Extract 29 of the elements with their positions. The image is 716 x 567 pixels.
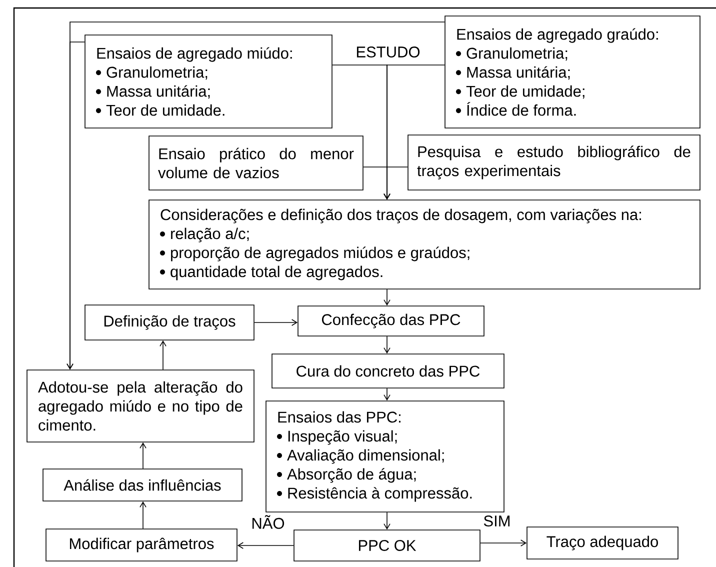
- process-box: Ensaios de agregado miúdo: Granulometria; Massa unitária; Teor de umidade.: [84, 34, 332, 128]
- process-box: Análise das influências: [42, 468, 242, 502]
- edge-label: NÃO: [252, 515, 284, 529]
- process-box: Pesquisa e estudo bibliográfico de traços experimentais: [408, 134, 700, 190]
- process-box: Definição de traços: [84, 304, 254, 340]
- process-box: Adotou-se pela alteração do agregado miúdo e no tipo de cimento.: [26, 370, 254, 442]
- process-box: Confecção das PPC: [298, 306, 484, 336]
- process-box: PPC OK: [294, 530, 480, 562]
- heading-label: ESTUDO: [350, 42, 426, 62]
- arrow: [384, 388, 390, 401]
- process-box: Ensaios de agregado graúdo: Granulometria; Massa unitária; Teor de umidade; Índice de forma.: [444, 16, 700, 128]
- arrow: [384, 336, 390, 354]
- arrow: [66, 22, 445, 370]
- arrow: [254, 319, 298, 326]
- process-box: Cura do concreto das PPC: [272, 354, 504, 388]
- arrow: [384, 512, 390, 530]
- process-box: Modificar parâmetros: [46, 528, 238, 562]
- arrow: [140, 501, 146, 529]
- process-box: Ensaios das PPC: Inspeção visual; Avaliação dimensional; Absorção de água; Resistência à compressão.: [266, 400, 504, 512]
- process-box: Ensaio prático do menor volume de vazios: [148, 136, 364, 190]
- arrow: [384, 289, 390, 306]
- process-box: Traço adequado: [526, 526, 678, 560]
- process-box: Considerações e definição dos traços de dosagem, com variações na: relação a/c; proporção de agregados miúdos e graúdos; quantidade total de agregados.: [148, 200, 700, 290]
- arrow: [480, 540, 527, 546]
- edge-label: SIM: [484, 516, 510, 526]
- arrow: [237, 542, 294, 549]
- arrow: [160, 340, 166, 370]
- arrow: [140, 442, 146, 469]
- arrow: [384, 166, 408, 200]
